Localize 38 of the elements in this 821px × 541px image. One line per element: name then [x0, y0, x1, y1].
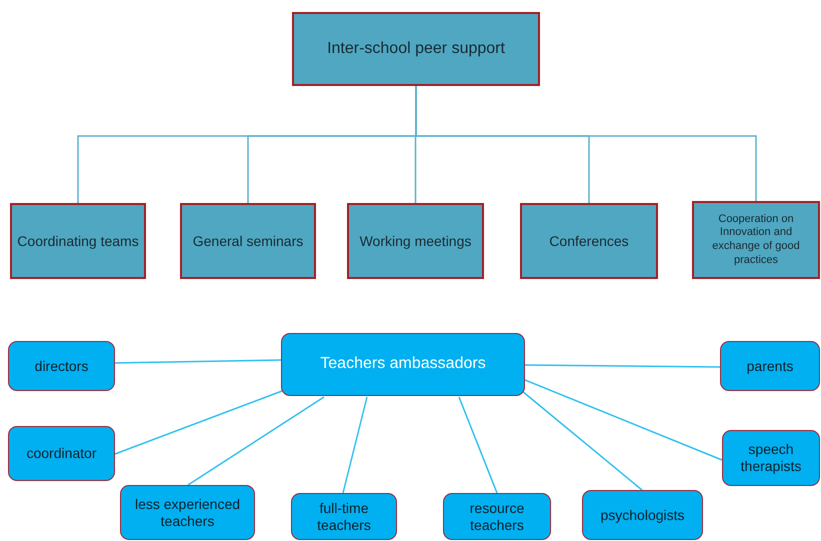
activity-box [10, 203, 146, 279]
node-label: full-time teachers [316, 500, 372, 534]
role-box [722, 430, 820, 486]
role-box [291, 493, 397, 540]
node-label: resource teachers [468, 500, 526, 534]
node-label: Teachers ambassadors [320, 354, 486, 374]
activity-box [520, 203, 658, 279]
role-box [720, 341, 820, 391]
node-label: parents [746, 356, 794, 376]
activity-box [180, 203, 316, 279]
role-box [8, 341, 115, 391]
connector-line [114, 390, 282, 455]
node-label: speech therapists [740, 440, 802, 476]
node-label: psychologists [600, 506, 685, 524]
connector-line [525, 364, 720, 368]
role-box [443, 493, 551, 540]
connector-line [188, 396, 324, 486]
node-label: directors [34, 356, 88, 376]
connector-line [522, 390, 642, 491]
node-label: Coordinating teams [17, 232, 139, 250]
role-box [582, 490, 703, 540]
node-label: Working meetings [360, 232, 472, 250]
activity-box [292, 12, 540, 86]
connector-line [342, 396, 368, 494]
activity-box [692, 201, 820, 279]
node-label: Inter-school peer support [327, 38, 505, 59]
node-label: Cooperation on Innovation and exchange of good practices [711, 212, 801, 268]
node-label: less experienced teachers [134, 496, 242, 530]
activity-box [347, 203, 484, 279]
node-label: General seminars [192, 232, 304, 250]
connector-line [524, 379, 722, 461]
role-box [8, 426, 115, 481]
node-label: Conferences [549, 232, 629, 250]
connector-line [114, 359, 282, 364]
role-box [120, 485, 255, 540]
node-label: coordinator [26, 444, 97, 463]
connector-line [458, 396, 498, 494]
role-box [281, 333, 525, 396]
